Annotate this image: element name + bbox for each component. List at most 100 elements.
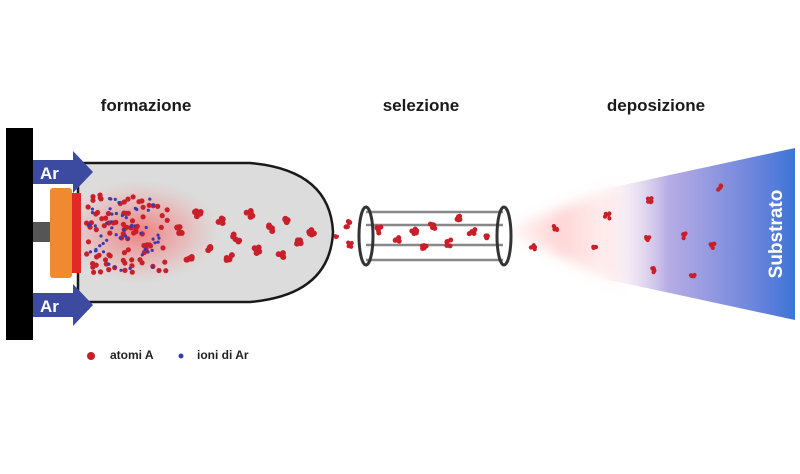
cluster-particle [349,244,354,249]
legend-ion-marker [178,353,184,359]
ion-particle [124,216,128,220]
ion-particle [135,207,139,212]
cluster-particle [247,210,254,217]
ion-particle [101,250,106,254]
atom-particle [125,247,131,253]
ion-particle [118,236,122,240]
atom-particle [93,227,99,233]
ion-particle [130,223,134,227]
ion-particle [105,221,109,225]
cluster-particle [306,230,313,237]
atom-particle [164,207,170,213]
atom-particle [103,261,109,267]
atom-particle [90,197,96,203]
ion-particle [146,250,150,254]
cluster-particle [649,199,654,204]
atom-particle [122,267,128,273]
ion-particle [114,233,118,237]
ion-particle [150,248,154,252]
atom-particle [156,267,162,274]
cluster-particle [431,222,437,228]
cluster-particle [176,229,183,236]
plasma-cloud [60,180,220,284]
ion-particle [146,208,150,212]
atom-particle [85,239,92,245]
particle-layer [84,183,724,279]
atom-particle [107,230,113,236]
gas-arrow-top [33,151,93,193]
atom-particle [94,254,100,260]
selector-ring-left [357,205,375,267]
atom-particle [106,267,112,273]
atom-particle [121,250,127,256]
atom-particle [155,203,161,209]
ion-particle [139,231,143,235]
ion-particle [117,201,121,205]
ion-particle [123,234,128,238]
cluster-particle [646,199,651,204]
cluster-particle [448,237,454,243]
cluster-particle [333,234,338,238]
ion-particle [99,234,103,238]
cluster-particle [349,240,354,246]
cluster-particle [344,224,350,230]
selector-ring-right [495,205,513,267]
cluster-particle [647,235,652,240]
ion-particle [133,224,137,228]
cluster-particle [447,243,453,249]
cluster-particle [219,216,226,223]
ion-particle [94,247,98,252]
atom-particle [129,257,135,263]
atom-particle [146,202,152,208]
atom-particle [105,210,111,217]
stage-label-deposition: deposizione [606,96,706,115]
ion-particle [113,197,117,201]
cluster-particle [176,224,183,231]
ion-particle [105,238,109,242]
cluster-particle [392,237,398,243]
cluster-particle [555,227,560,232]
atom-particle [162,259,168,265]
atom-particle [140,204,146,210]
magnetron-body [50,188,72,278]
cluster-particle [266,222,273,229]
gas-label-bottom: Ar [40,297,59,316]
atom-particle [164,217,170,223]
ion-particle [157,236,161,240]
cluster-particle [421,245,427,251]
atom-particle [123,210,129,216]
atom-particle [160,245,166,251]
ion-particle [108,207,112,211]
atom-particle [159,213,165,219]
cluster-particle [207,245,214,251]
atom-particle [136,199,142,205]
atom-particle [125,196,131,202]
cluster-particle [606,212,611,217]
atom-particle [95,209,101,216]
atom-particle [158,224,164,230]
cluster-particle [711,241,716,246]
ion-particle [110,226,114,230]
atom-particle [140,214,146,220]
atom-particle [91,269,97,275]
ion-particle [120,213,124,218]
cluster-particle [183,256,190,263]
ion-particle [151,203,156,207]
cluster-particle [396,238,402,244]
cluster-particle [683,231,688,236]
ion-particle [87,224,91,228]
atom-particle [121,199,127,205]
stage-label-formation: formazione [100,96,192,115]
ion-particle [109,220,113,224]
ion-particle [88,250,93,254]
atom-particle [84,251,90,257]
cluster-particle [484,235,490,241]
cluster-particle [252,245,259,252]
atom-particle [144,242,150,248]
atom-particle [129,218,136,224]
ion-particle [143,247,147,251]
ion-particle [98,244,102,248]
ion-particle [150,265,155,269]
